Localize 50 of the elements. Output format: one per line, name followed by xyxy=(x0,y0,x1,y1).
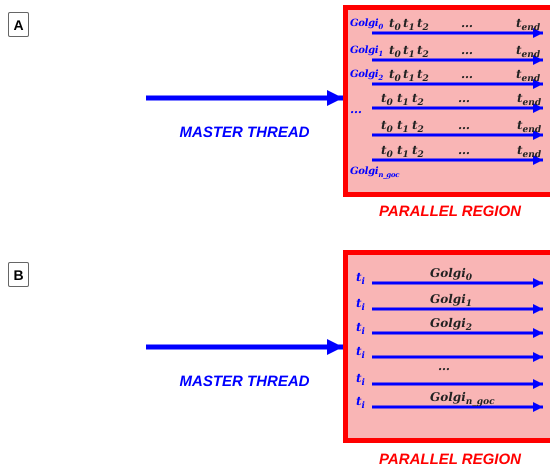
time-step-label: t$_{end}$ xyxy=(516,43,540,57)
panel-label: B xyxy=(8,262,29,287)
ellipsis: … xyxy=(458,91,470,105)
time-step-label: t$_{1}$ xyxy=(403,43,415,57)
golgi-label: Golgi$_{1}$ xyxy=(430,292,472,306)
golgi-label: Golgi$_{1}$ xyxy=(350,44,383,58)
time-step-label: t$_{0}$ xyxy=(381,143,393,157)
panel-label: A xyxy=(8,12,29,37)
time-step-label: t$_{0}$ xyxy=(389,16,401,30)
time-step-label: t$_{2}$ xyxy=(412,118,424,132)
time-step-label: t$_{0}$ xyxy=(381,118,393,132)
time-step-label: t$_{end}$ xyxy=(517,91,542,105)
time-step-label: t$_{2}$ xyxy=(412,143,424,157)
time-step-label: t$_{1}$ xyxy=(397,143,409,157)
golgi-label: Golgi$_{2}$ xyxy=(430,316,472,330)
thread-time-label: t$_{i}$ xyxy=(356,371,365,385)
golgi-label: Golgi$_{0}$ xyxy=(350,17,383,31)
time-step-label: t$_{2}$ xyxy=(417,67,429,81)
region-title: PARALLEL REGION xyxy=(379,451,521,467)
time-step-label: t$_{2}$ xyxy=(417,43,429,57)
golgi-label: Golgi$_{2}$ xyxy=(350,68,383,82)
time-step-label: t$_{0}$ xyxy=(389,43,401,57)
time-step-label: t$_{2}$ xyxy=(417,16,429,30)
ellipsis: … xyxy=(350,102,362,116)
time-step-label: t$_{end}$ xyxy=(516,67,540,81)
time-step-label: t$_{1}$ xyxy=(403,16,415,30)
thread-time-label: t$_{i}$ xyxy=(356,344,365,358)
thread-time-label: t$_{i}$ xyxy=(356,394,365,408)
time-step-label: t$_{2}$ xyxy=(412,91,424,105)
time-step-label: t$_{1}$ xyxy=(397,118,409,132)
golgi-label: Golgi$_{n_goc}$ xyxy=(430,390,495,404)
ellipsis: … xyxy=(461,67,473,81)
golgi-label: Golgi$_{0}$ xyxy=(430,266,472,280)
time-step-label: t$_{0}$ xyxy=(389,67,401,81)
thread-time-label: t$_{i}$ xyxy=(356,296,365,310)
thread-time-label: t$_{i}$ xyxy=(356,320,365,334)
time-step-label: t$_{1}$ xyxy=(397,91,409,105)
ellipsis: … xyxy=(458,118,470,132)
time-step-label: t$_{1}$ xyxy=(403,67,415,81)
region-title: PARALLEL REGION xyxy=(379,203,521,220)
golgi-label: Golgi$_{n_goc}$ xyxy=(350,165,400,179)
time-step-label: t$_{0}$ xyxy=(381,91,393,105)
ellipsis: … xyxy=(438,359,450,373)
ellipsis: … xyxy=(458,143,470,157)
time-step-label: t$_{end}$ xyxy=(517,118,542,132)
thread-time-label: t$_{i}$ xyxy=(356,270,365,284)
time-step-label: t$_{end}$ xyxy=(517,143,542,157)
ellipsis: … xyxy=(461,43,473,57)
time-step-label: t$_{end}$ xyxy=(516,16,540,30)
ellipsis: … xyxy=(461,16,473,30)
